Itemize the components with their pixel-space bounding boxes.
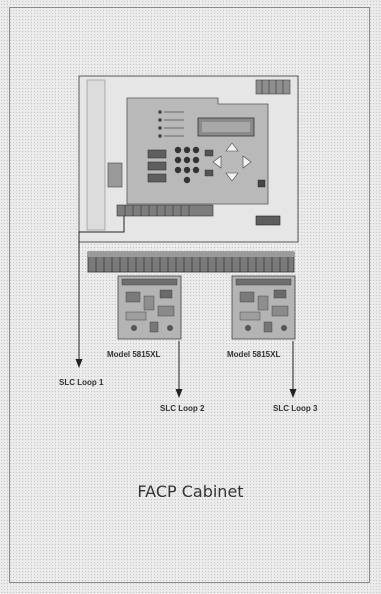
board-terminal-strip <box>117 205 213 216</box>
slc-loop-2-label: SLC Loop 2 <box>160 404 205 413</box>
slc-loop-3-label: SLC Loop 3 <box>273 404 318 413</box>
slc-loop-3-wire <box>290 341 297 398</box>
function-keys <box>148 150 166 182</box>
top-terminal-block <box>256 80 290 94</box>
slc-loop-2-wire <box>176 341 183 398</box>
module-board-1 <box>118 276 181 339</box>
battery-connector <box>256 216 280 225</box>
module-2-label: Model 5815XL <box>227 350 280 359</box>
panel-key-lock <box>258 180 265 187</box>
diagram-caption: FACP Cabinet <box>0 482 381 501</box>
slc-loop-1-label: SLC Loop 1 <box>59 378 104 387</box>
cabinet-terminal-strip <box>88 252 294 272</box>
module-board-2 <box>232 276 295 339</box>
keypad-panel <box>127 98 268 204</box>
module-1-label: Model 5815XL <box>107 350 160 359</box>
side-component <box>108 163 122 187</box>
